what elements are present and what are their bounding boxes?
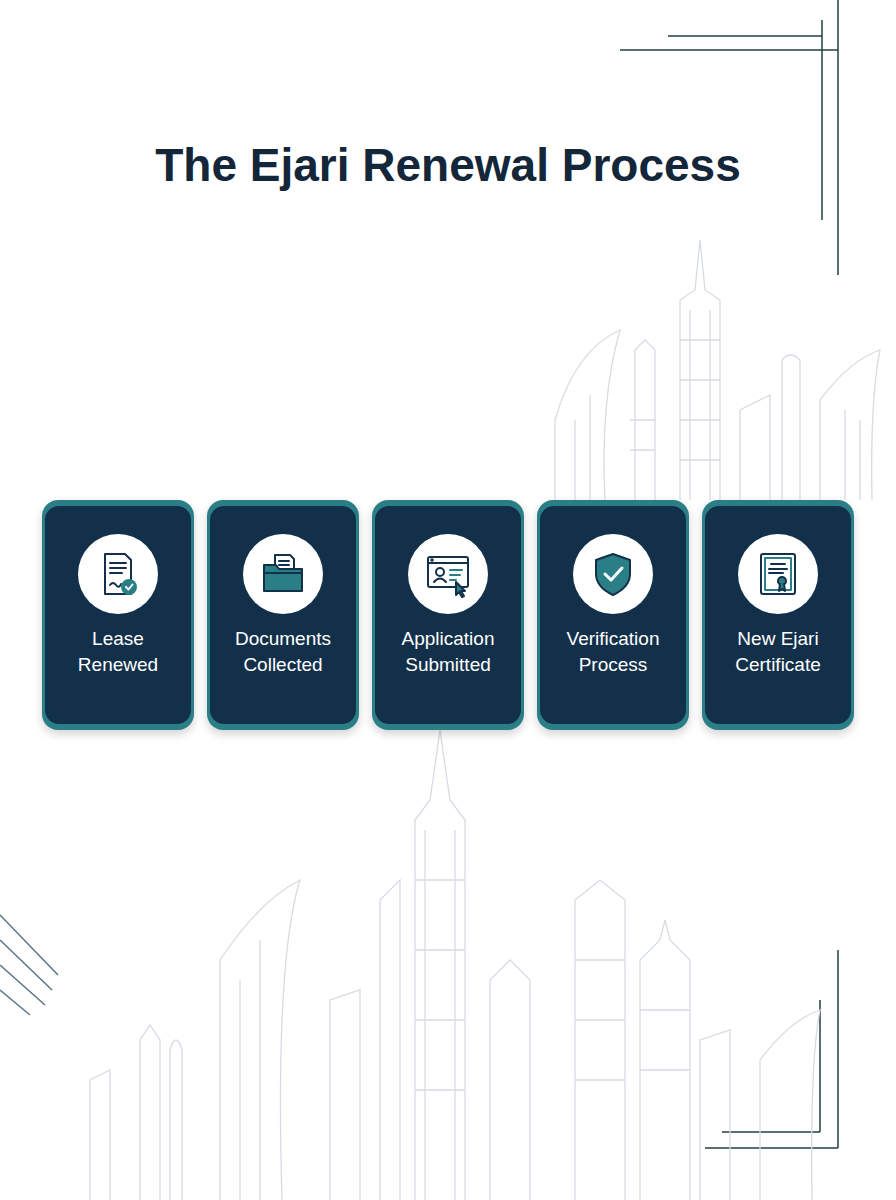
diagram-title: The Ejari Renewal Process <box>0 138 896 192</box>
step-icon <box>408 534 488 614</box>
card-face: Verification Process <box>540 506 686 724</box>
step-label: New Ejari Certificate <box>717 626 839 678</box>
step-label: Verification Process <box>552 626 674 678</box>
card-face: Lease Renewed <box>45 506 191 724</box>
card-face: Documents Collected <box>210 506 356 724</box>
step-card: Documents Collected <box>207 500 359 730</box>
step-label: Lease Renewed <box>57 626 179 678</box>
step-icon <box>738 534 818 614</box>
card-face: Application Submitted <box>375 506 521 724</box>
step-card: Lease Renewed <box>42 500 194 730</box>
card-face: New Ejari Certificate <box>705 506 851 724</box>
step-card: Verification Process <box>537 500 689 730</box>
step-label: Application Submitted <box>387 626 509 678</box>
step-icon <box>573 534 653 614</box>
step-icon <box>78 534 158 614</box>
step-icon <box>243 534 323 614</box>
step-card: New Ejari Certificate <box>702 500 854 730</box>
step-label: Documents Collected <box>222 626 344 678</box>
step-card: Application Submitted <box>372 500 524 730</box>
